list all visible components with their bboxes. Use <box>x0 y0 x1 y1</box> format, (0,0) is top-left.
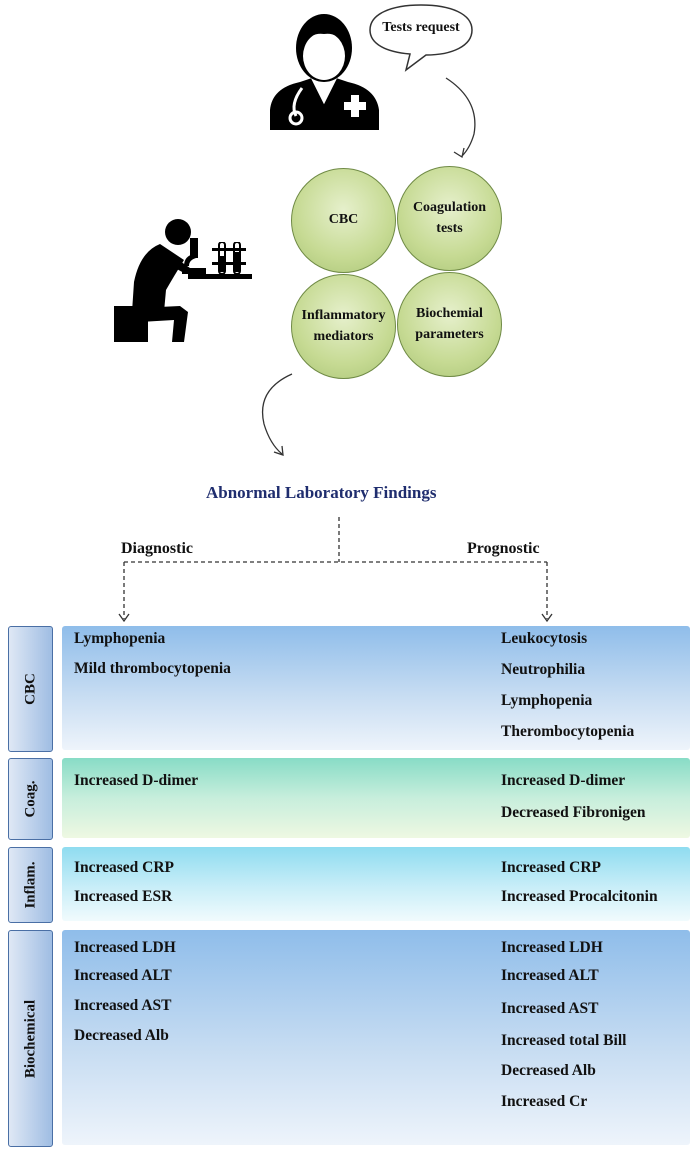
circle-coagulation-label: Coagulation tests <box>412 200 487 236</box>
coag-prognostic-item: Decreased Fibronigen <box>501 804 646 821</box>
inflam-diagnostic-item: Increased ESR <box>74 888 173 905</box>
circle-cbc-label: CBC <box>328 212 359 228</box>
inflam-diagnostic-item: Increased CRP <box>74 859 175 876</box>
biochem-diagnostic-item: Increased ALT <box>74 967 172 984</box>
inflam-prognostic-item: Increased Procalcitonin <box>501 888 658 905</box>
request-arrow <box>445 77 476 159</box>
biochem-prognostic-item: Decreased Alb <box>501 1062 596 1079</box>
circle-inflammatory: Inflammatory mediators <box>291 274 396 379</box>
results-arrow <box>261 373 293 456</box>
branch-connector <box>118 517 553 623</box>
findings-title: Abnormal Laboratory Findings <box>206 483 437 502</box>
biochem-prognostic-item: Increased AST <box>501 1000 599 1017</box>
section-label-inflam: Inflam. <box>8 847 53 923</box>
section-label-biochemical: Biochemical <box>8 930 53 1147</box>
circle-cbc: CBC <box>291 168 396 273</box>
section-label-coag: Coag. <box>8 758 53 840</box>
panel-biochemical <box>62 930 690 1145</box>
section-label-cbc: CBC <box>8 626 53 752</box>
cbc-prognostic-item: Therombocytopenia <box>501 723 635 740</box>
branch-diagnostic: Diagnostic <box>121 540 193 557</box>
section-label-inflam-text: Inflam. <box>22 861 38 909</box>
coag-prognostic-item: Increased D-dimer <box>501 772 626 789</box>
biochem-diagnostic-item: Increased LDH <box>74 939 176 956</box>
lab-technician-icon <box>114 219 252 342</box>
microscope-icon <box>182 238 206 274</box>
speech-bubble-shape <box>369 4 473 72</box>
inflam-prognostic-item: Increased CRP <box>501 859 602 876</box>
doctor-icon <box>270 14 379 130</box>
biochem-prognostic-item: Increased LDH <box>501 939 603 956</box>
cbc-diagnostic-item: Lymphopenia <box>74 630 166 647</box>
panel-coag <box>62 758 690 838</box>
biochem-prognostic-item: Increased Cr <box>501 1093 588 1110</box>
circle-biochemical: Biochemial parameters <box>397 272 502 377</box>
cbc-diagnostic-item: Mild thrombocytopenia <box>74 660 231 677</box>
circle-inflammatory-label: Inflammatory mediators <box>301 308 386 344</box>
cbc-prognostic-item: Lymphopenia <box>501 692 593 709</box>
test-tubes-icon <box>212 242 246 275</box>
circle-coagulation: Coagulation tests <box>397 166 502 271</box>
section-label-coag-text: Coag. <box>22 780 38 818</box>
speech-bubble-text: Tests request <box>382 20 460 35</box>
panel-inflam <box>62 847 690 921</box>
branch-prognostic: Prognostic <box>467 540 540 557</box>
coag-diagnostic-item: Increased D-dimer <box>74 772 199 789</box>
biochem-diagnostic-item: Increased AST <box>74 997 172 1014</box>
panel-cbc <box>62 626 690 750</box>
biochem-prognostic-item: Increased ALT <box>501 967 599 984</box>
cbc-prognostic-item: Neutrophilia <box>501 661 586 678</box>
biochem-diagnostic-item: Decreased Alb <box>74 1027 169 1044</box>
section-label-cbc-text: CBC <box>22 673 38 705</box>
cbc-prognostic-item: Leukocytosis <box>501 630 588 647</box>
section-label-biochemical-text: Biochemical <box>22 999 38 1078</box>
biochem-prognostic-item: Increased total Bill <box>501 1032 627 1049</box>
circle-biochemical-label: Biochemial parameters <box>415 306 484 342</box>
